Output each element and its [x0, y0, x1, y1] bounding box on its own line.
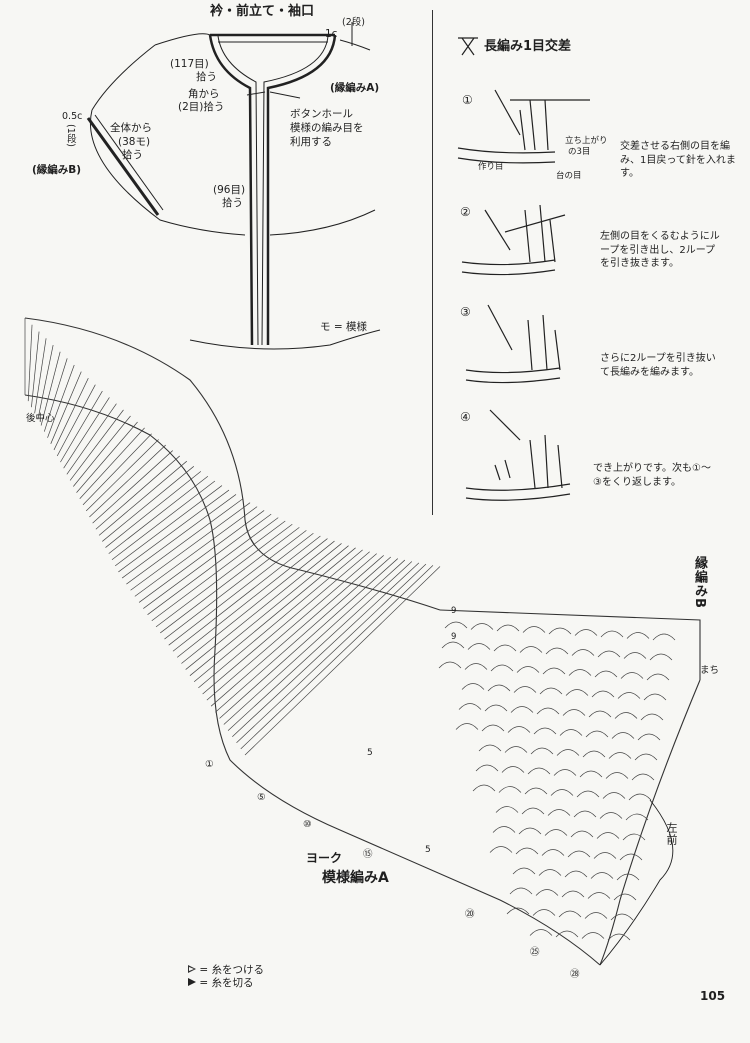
label-buttonhole-1: ボタンホール	[290, 108, 353, 120]
machi-label: まち	[700, 665, 720, 676]
legend-cut: = 糸を切る	[188, 975, 253, 990]
step3-text: さらに2ループを引き抜いて長編みを編みます。	[600, 353, 716, 378]
label-corner-2: (2目)拾う	[178, 101, 225, 113]
inner-label-9b: 9	[451, 632, 457, 642]
label-117: (117目)	[170, 58, 209, 70]
label-mo: モ = 模様	[320, 321, 367, 333]
back-center-label: 後中心	[26, 413, 55, 424]
row-label-10: ⑩	[303, 819, 312, 830]
row-label-25: ㉕	[530, 947, 540, 958]
legend-attach: = 糸をつける	[188, 962, 264, 977]
legend-attach-text: = 糸をつける	[199, 964, 264, 976]
row-label-20: ⑳	[465, 909, 475, 920]
label-05c: 0.5c	[62, 111, 83, 122]
column-divider	[432, 10, 433, 515]
label-96: (96目)	[213, 184, 246, 196]
inner-label-5b: 5	[425, 845, 431, 855]
step3-number: ③	[460, 305, 471, 319]
step4-text: でき上がりです。次も①～③をくり返します。	[593, 463, 711, 488]
pattern-a-label: 模様編みA	[322, 870, 389, 886]
label-buttonhole-2: 模様の編み目を	[290, 122, 364, 134]
step1-number: ①	[462, 93, 473, 107]
step4-number: ④	[460, 410, 471, 424]
legend-cut-text: = 糸を切る	[199, 977, 254, 989]
label-38-pick: 拾う	[122, 149, 143, 161]
step2-number: ②	[460, 205, 471, 219]
yoke-label: ヨーク	[306, 851, 343, 865]
label-117-pick: 拾う	[196, 71, 217, 83]
collar-title: 衿・前立て・袖口	[210, 4, 315, 19]
row-label-5: ⑤	[257, 792, 266, 803]
page-number: 105	[700, 989, 726, 1003]
label-buttonhole-3: 利用する	[290, 136, 332, 148]
label-edge-a: (縁編みA)	[330, 82, 380, 94]
step1-tag-chain: 作り目	[478, 162, 504, 172]
row-label-15: ⑮	[363, 849, 373, 860]
hollow-triangle-icon	[188, 965, 196, 973]
technique-title: 長編み1目交差	[484, 39, 572, 54]
step2-text: 左側の目をくるむようにループを引き出し、2ループを引き抜きます。	[600, 231, 720, 269]
label-2dan: (2段)	[342, 17, 365, 28]
label-edge-b: (縁編みB)	[32, 164, 82, 176]
inner-label-5a: 5	[367, 748, 373, 758]
step1-text: 交差させる右側の目を編み、1目戻って針を入れます。	[620, 141, 736, 179]
row-label-28: ㉘	[570, 969, 580, 980]
filled-triangle-icon	[188, 978, 196, 986]
label-96-pick: 拾う	[222, 197, 243, 209]
label-38: (38モ)	[118, 136, 151, 148]
label-whole: 全体から	[110, 122, 152, 134]
step1-tag-rise: 立ち上がり	[565, 136, 608, 146]
row-label-1: ①	[205, 759, 214, 770]
label-1dan: (1段)	[64, 124, 76, 147]
left-front-label: 左前	[665, 822, 678, 846]
label-1c: 1c	[325, 28, 338, 40]
step1-tag-rise-2: の3目	[568, 147, 591, 157]
step1-tag-base: 台の目	[556, 171, 582, 181]
inner-label-9a: 9	[451, 606, 457, 616]
label-corner: 角から	[188, 88, 220, 100]
edge-b-label: 縁編みB	[692, 556, 707, 609]
